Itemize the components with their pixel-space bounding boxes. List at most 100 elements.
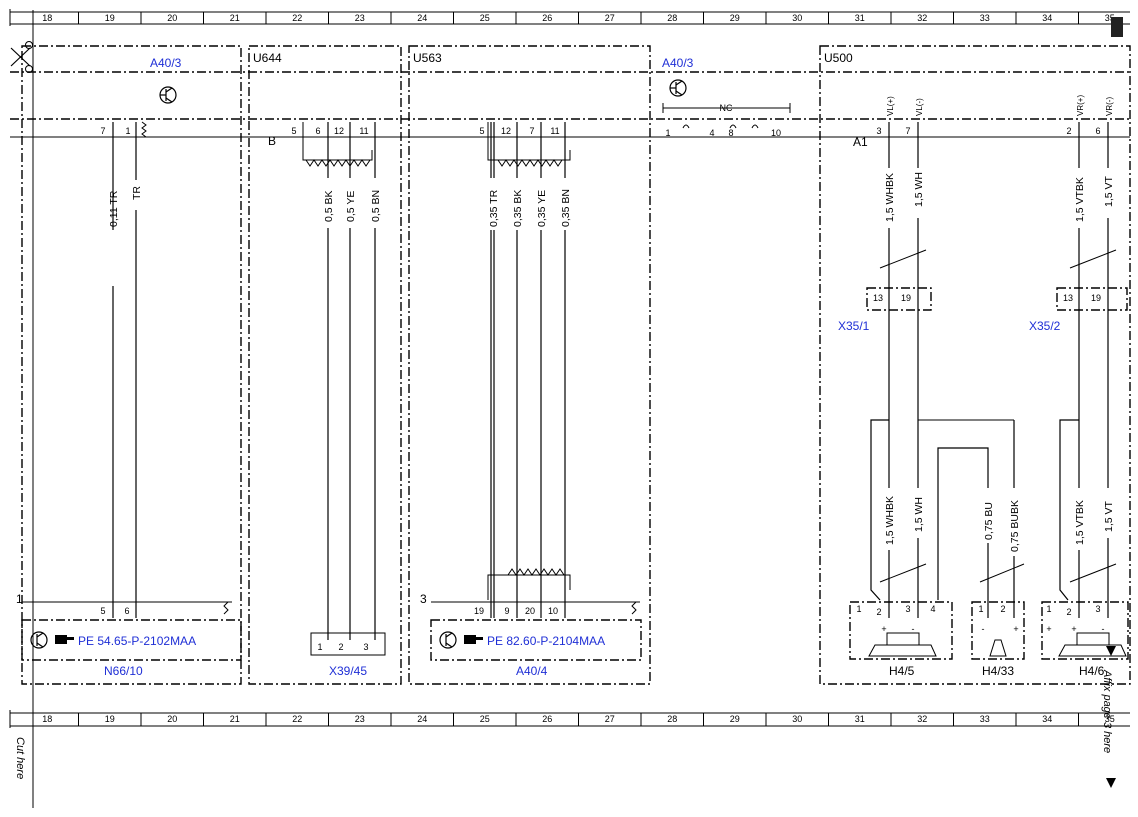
- box-u500: [819, 45, 1131, 685]
- ruler-column-number: 32: [917, 13, 927, 23]
- ruler-column-number: 29: [730, 13, 740, 23]
- ruler-column-number: 31: [855, 13, 865, 23]
- twist-icon: [305, 159, 371, 167]
- wire-label: 0,5 BN: [370, 190, 382, 222]
- twist-icon: [507, 568, 565, 576]
- pin-label: 6: [1095, 126, 1100, 136]
- x35-1-label: X35/1: [838, 319, 870, 333]
- polarity: +: [881, 624, 886, 634]
- pin-label: 6: [124, 606, 129, 616]
- pin-label: 3: [1095, 604, 1100, 614]
- speaker-h4-6: 1 2 3 + + -: [1041, 601, 1129, 660]
- n66-10-ref-link[interactable]: PE 54.65-P-2102MAA: [78, 634, 196, 648]
- a40-4-ref-link[interactable]: PE 82.60-P-2104MAA: [487, 634, 605, 648]
- pin-label: 10: [548, 606, 558, 616]
- wire-label: 1,5 VT: [1103, 175, 1115, 207]
- pin-label: 12: [501, 126, 511, 136]
- a40-4-marker: 3: [420, 592, 427, 606]
- affix-arrow-bottom-icon: [1106, 778, 1116, 788]
- wire-label: 1,5 VTBK: [1074, 500, 1086, 545]
- wire-label: 1,5 VTBK: [1074, 177, 1086, 222]
- pin-label: 20: [525, 606, 535, 616]
- pin-name: VL(+): [886, 96, 895, 116]
- nc-label: NC: [720, 103, 733, 113]
- pin-label: 2: [1000, 604, 1005, 614]
- pin-label: 11: [359, 126, 368, 136]
- wire-label: 1,5 WH: [913, 172, 925, 207]
- pin-label: 2: [876, 607, 881, 617]
- ruler-column-number: 24: [417, 13, 427, 23]
- ruler-column-number: 21: [230, 13, 240, 23]
- ruler-column-number: 19: [105, 714, 115, 724]
- shield-zigzag-icon: [141, 121, 147, 138]
- transistor-icon: [159, 86, 177, 104]
- ruler-column-number: 20: [167, 714, 177, 724]
- pin-label: 5: [100, 606, 105, 616]
- pin-label: 2: [1066, 607, 1071, 617]
- pin-label: 13: [1063, 293, 1073, 303]
- ruler-column-number: 28: [667, 13, 677, 23]
- u644-label: U644: [253, 51, 282, 65]
- wire-label: 0,35 BK: [512, 190, 524, 227]
- ruler-column-number: 35: [1105, 714, 1115, 724]
- wire-label: 0,35 YE: [536, 190, 548, 227]
- ruler-column-number: 26: [542, 714, 552, 724]
- wire-label: 1,5 WHBK: [884, 496, 896, 545]
- pin-label: 13: [873, 293, 883, 303]
- h4-6-label: H4/6: [1079, 664, 1105, 678]
- ruler-column-number: 34: [1042, 714, 1052, 724]
- ruler-column-number: 32: [917, 714, 927, 724]
- pin-label: 7: [529, 126, 534, 136]
- page-tab-icon: [1111, 17, 1123, 37]
- polarity: +: [1071, 624, 1076, 634]
- a40-3-right-label: A40/3: [662, 56, 694, 70]
- speaker-icon: [1058, 632, 1127, 657]
- ruler-column-number: 18: [42, 13, 52, 23]
- wire-label: 1,5 WHBK: [884, 173, 896, 222]
- cut-here-text: Cut here: [14, 737, 26, 779]
- h4-5-label: H4/5: [889, 664, 915, 678]
- ruler-column-number: 27: [605, 714, 615, 724]
- h4-33-label: H4/33: [982, 664, 1014, 678]
- pin-label: 5: [479, 126, 484, 136]
- pin-name: VL(-): [915, 98, 924, 116]
- pin-label: 5: [291, 126, 296, 136]
- nc-switch-block: NC 1 4 8 10: [662, 103, 791, 138]
- x39-45-connector: [310, 632, 386, 656]
- wire-label: 1,5 VT: [1103, 500, 1115, 532]
- u500-connector-label: A1: [853, 135, 868, 149]
- pin-label: 1: [665, 128, 670, 138]
- box-u644: [248, 45, 402, 685]
- ruler-column-number: 30: [792, 13, 802, 23]
- pin-label: 1: [317, 642, 322, 652]
- affix-arrow-top-icon: [1106, 646, 1116, 656]
- polarity: +: [1046, 624, 1051, 634]
- box-u563: [408, 45, 651, 685]
- transistor-icon: [669, 79, 687, 97]
- pin-label: 4: [930, 604, 935, 614]
- pin-label: 1: [856, 604, 861, 614]
- box-a40-3-left: [21, 45, 242, 685]
- ruler-column-number: 30: [792, 714, 802, 724]
- wire-label: 0,5 BK: [323, 190, 335, 222]
- wire-label: 0,35 TR: [488, 189, 500, 227]
- pin-label: 4: [709, 128, 714, 138]
- ruler-column-number: 23: [355, 13, 365, 23]
- transistor-icon: [439, 631, 457, 649]
- ruler-column-number: 25: [480, 13, 490, 23]
- speaker-icon: [868, 632, 937, 657]
- pointing-hand-icon: [464, 635, 483, 644]
- pin-label: 3: [905, 604, 910, 614]
- pin-label: 19: [901, 293, 911, 303]
- ruler-column-number: 31: [855, 714, 865, 724]
- pin-name: VR(+): [1076, 95, 1085, 116]
- ruler-column-number: 33: [980, 714, 990, 724]
- n66-10-marker: 1: [16, 592, 23, 606]
- u563-label: U563: [413, 51, 442, 65]
- wire-label: TR: [131, 186, 143, 200]
- pin-label: 1: [978, 604, 983, 614]
- pin-label: 7: [100, 126, 105, 136]
- x35-2-connector: [1056, 287, 1128, 311]
- pin-label: 1: [125, 126, 130, 136]
